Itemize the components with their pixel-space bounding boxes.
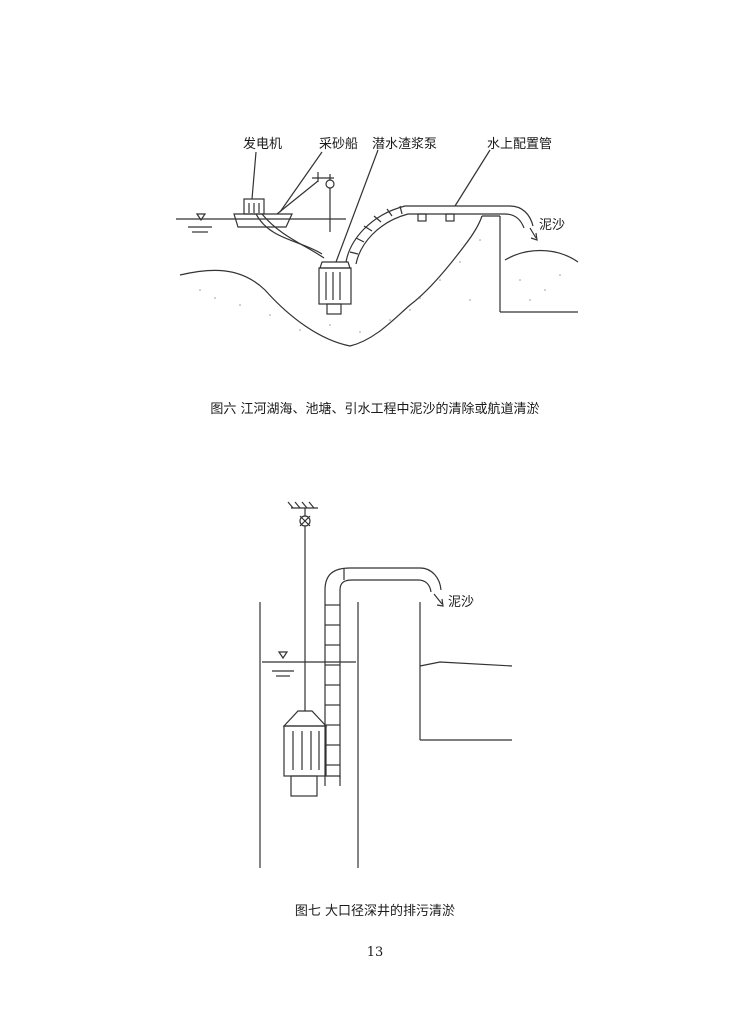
water-level-marker	[195, 213, 207, 222]
discharge-pipe-outer	[345, 205, 534, 263]
label-sand-boat: 采砂船	[319, 137, 359, 152]
pipe-float	[417, 213, 427, 222]
power-cable	[255, 213, 323, 255]
label-mud-fig6: 泥沙	[539, 218, 566, 233]
pump-top	[319, 261, 351, 269]
discharge-arrow	[529, 227, 537, 239]
sand-mound	[504, 249, 579, 263]
label-generator: 发电机	[243, 137, 283, 152]
label-floating-pipe: 水上配置管	[487, 137, 553, 152]
figure-7-caption: 图七 大口径深井的排污清淤	[294, 904, 456, 919]
boat-hull	[233, 213, 293, 228]
riverbed-profile	[179, 215, 483, 347]
label-mud-fig7: 泥沙	[448, 595, 475, 610]
crane-boom	[276, 180, 319, 215]
generator-box	[243, 198, 265, 215]
pump-body	[318, 267, 352, 305]
pump-base	[326, 303, 342, 315]
figure-6-caption: 图六 江河湖海、池塘、引水工程中泥沙的清除或航道清淤	[210, 402, 540, 417]
crane-pulley	[325, 179, 335, 189]
discharge-pipe-inner	[355, 213, 525, 265]
page-number: 13	[366, 945, 384, 960]
label-submersible-slurry-pump: 潜水渣浆泵	[372, 137, 438, 152]
pipe-float	[445, 213, 455, 222]
